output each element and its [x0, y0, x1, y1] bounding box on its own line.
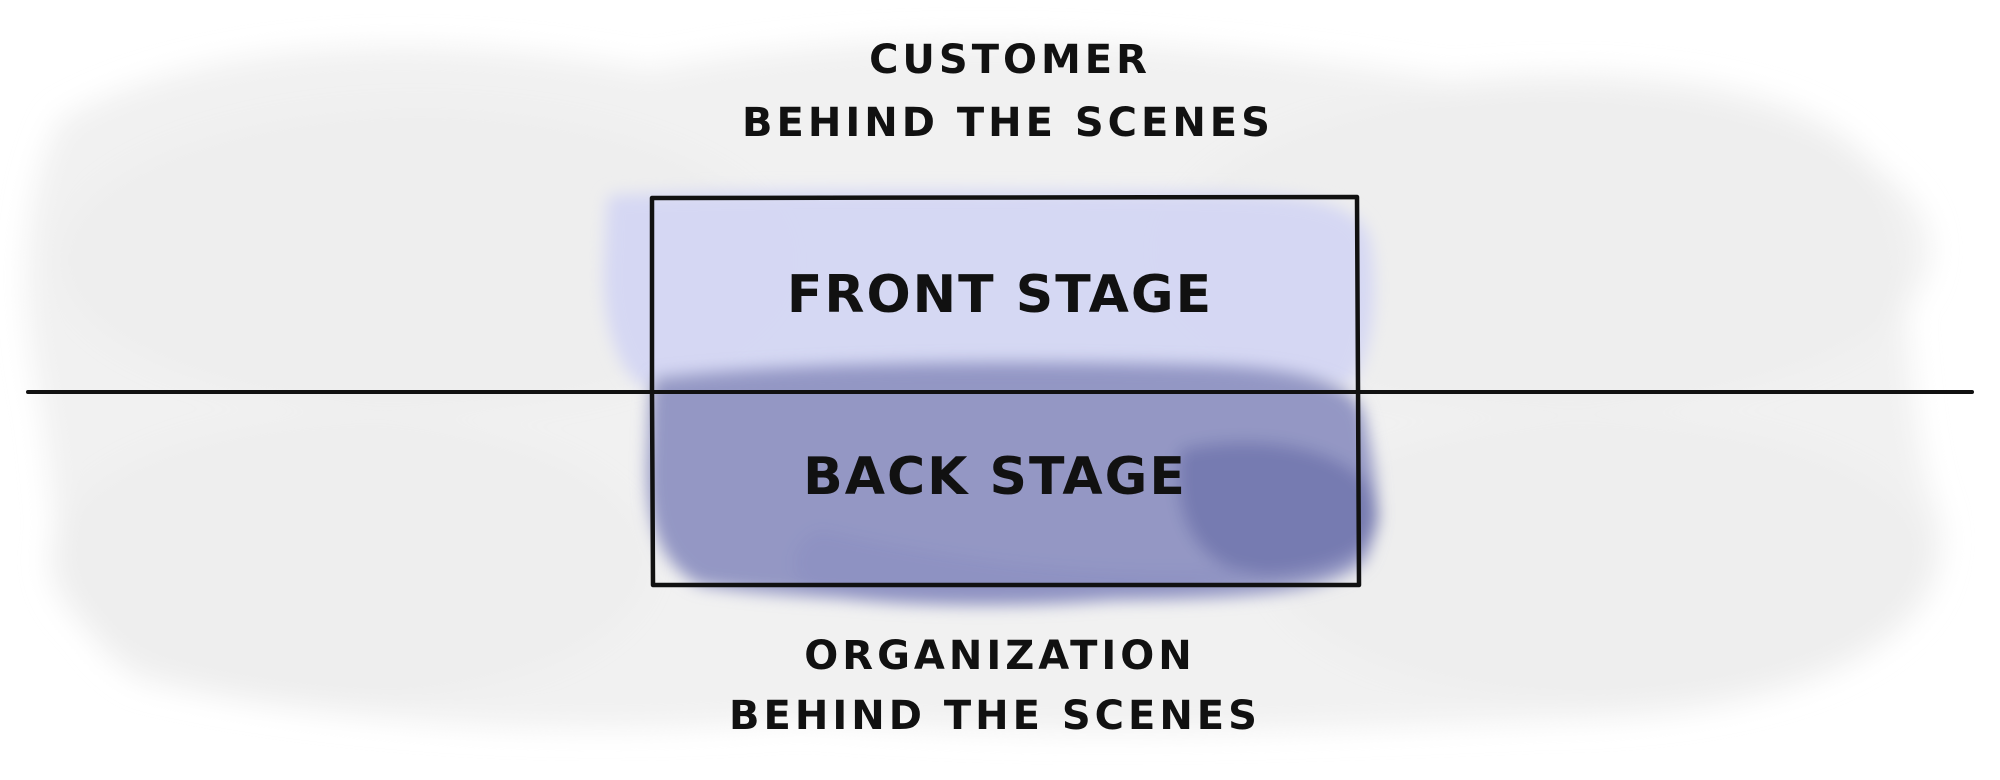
bottom-caption-line2: BEHIND THE SCENES [729, 693, 1261, 739]
front-stage-label: FRONT STAGE [786, 265, 1214, 325]
stage-box [649, 194, 1362, 588]
top-caption-line1: CUSTOMER [869, 37, 1151, 83]
top-caption-line2: BEHIND THE SCENES [742, 100, 1274, 146]
front-stage-wash [603, 190, 1374, 385]
back-stage-wash [647, 362, 1378, 606]
back-stage-label: BACK STAGE [803, 447, 1187, 507]
bottom-caption-line1: ORGANIZATION [804, 633, 1196, 679]
